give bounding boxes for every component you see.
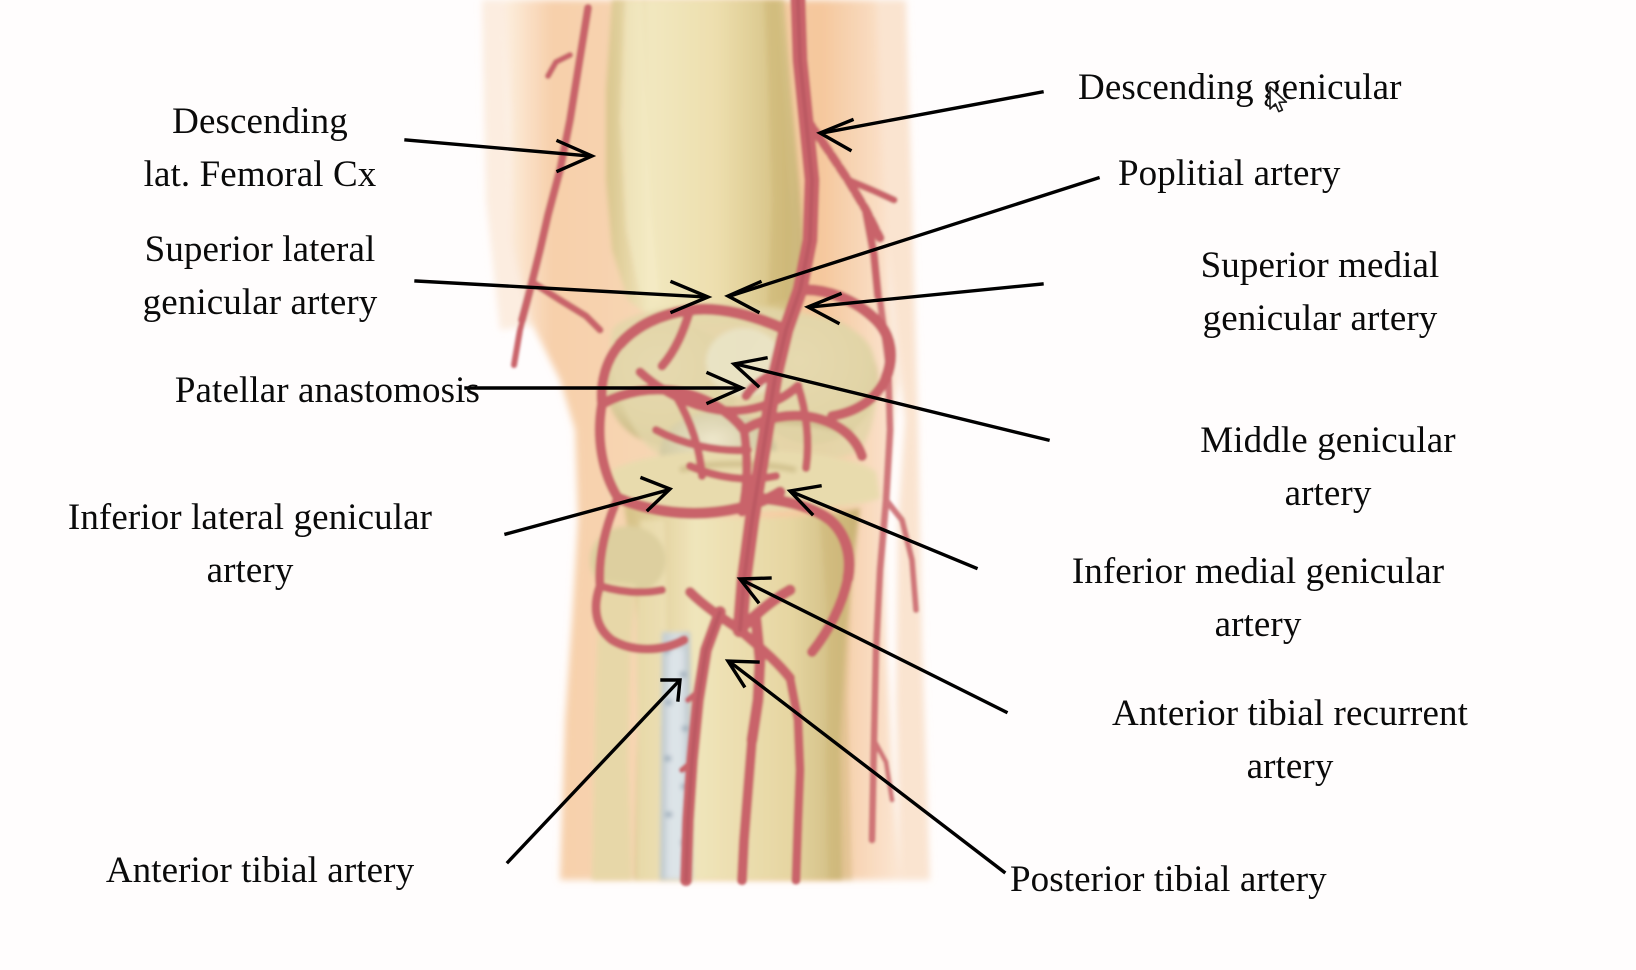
leader-inferior-medial-genicular [786,484,979,571]
superior-lateral-genicular-artery [596,303,792,409]
artery-shading [684,0,815,882]
descending-genicular-artery [801,113,898,300]
leader-descending-lateral-femoral-circumflex [404,138,597,174]
leader-lines-group [404,90,1101,875]
label-inferior-medial-genicular-artery: Inferior medial genicular artery [1071,551,1445,645]
leader-descending-genicular [816,90,1044,153]
leader-poplitial-artery [724,175,1101,315]
leader-anterior-tibial-recurrent [736,576,1009,715]
leader-patellar-anastomosis [464,370,747,406]
femur-bone [606,0,806,325]
descending-lateral-femoral-circumflex-artery [511,4,604,368]
anterior-tibial-recurrent-artery [685,584,796,683]
label-anterior-tibial-recurrent-artery: Anterior tibial recurrent artery [1112,693,1468,787]
label-descending-lateral-femoral-circumflex: Descending lat. Femoral Cx [143,101,377,195]
posterior-tibial-artery [737,614,805,885]
leader-superior-medial-genicular [803,282,1044,326]
label-superior-medial-genicular-artery: Superior medial genicular artery [1200,245,1440,339]
fibular-circumflex-branch [591,581,689,654]
label-posterior-tibial-artery: Posterior tibial artery [1010,859,1327,900]
label-poplitial-artery: Poplitial artery [1118,153,1341,194]
leader-middle-genicular [730,356,1051,443]
label-superior-lateral-genicular-artery: Superior lateral genicular artery [142,229,378,323]
fibula-bone [590,526,666,880]
label-middle-genicular-artery: Middle genicular artery [1200,420,1456,514]
leader-inferior-lateral-genicular [503,475,674,537]
label-anterior-tibial-artery: Anterior tibial artery [105,850,415,891]
label-descending-genicular: Descending genicular [1078,67,1402,108]
label-inferior-lateral-genicular-artery: Inferior lateral genicular artery [67,497,433,591]
illustration-group [482,0,930,886]
leader-posterior-tibial-artery [724,659,1007,875]
label-patellar-anastomosis: Patellar anastomosis [174,370,480,411]
leader-anterior-tibial-artery [505,678,682,865]
leader-superior-lateral-genicular [414,279,713,315]
inferior-medial-genicular-artery [750,492,855,657]
